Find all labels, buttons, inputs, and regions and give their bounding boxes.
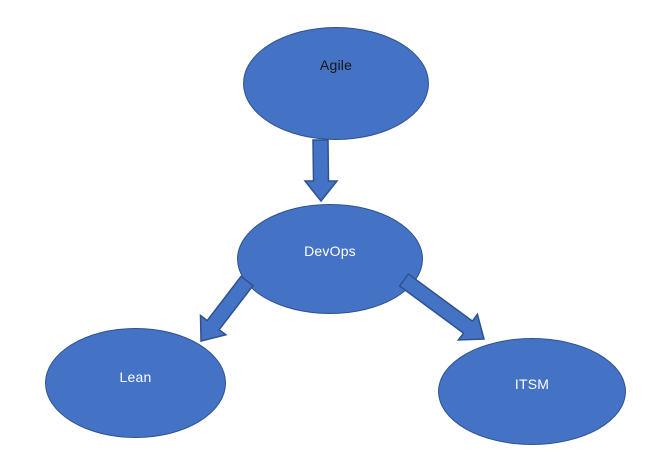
node-itsm-label: ITSM xyxy=(514,376,550,393)
node-lean: Lean xyxy=(45,328,226,438)
arrow-agile-to-devops xyxy=(303,139,339,203)
node-lean-label: Lean xyxy=(119,369,152,386)
node-agile: Agile xyxy=(243,27,429,140)
node-itsm: ITSM xyxy=(438,338,626,445)
node-agile-label: Agile xyxy=(319,56,353,73)
arrow-devops-to-lean xyxy=(199,275,255,342)
node-devops: DevOps xyxy=(237,204,423,314)
node-devops-label: DevOps xyxy=(304,243,356,260)
